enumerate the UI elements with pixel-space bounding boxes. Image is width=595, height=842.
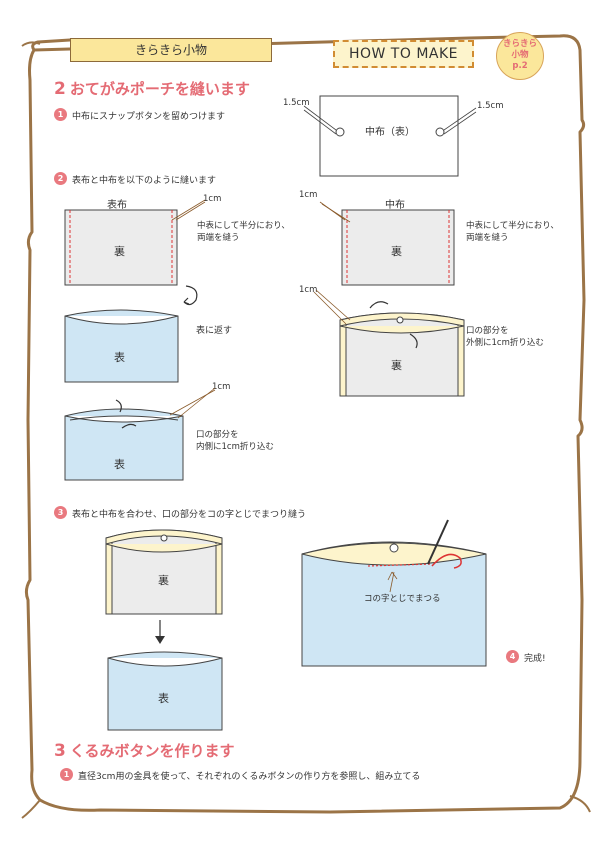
assembled-front-label: 表 [158, 692, 169, 705]
lining-fold-size: 1cm [299, 285, 318, 295]
step-2-text: 表布と中布を以下のように縫います [72, 176, 217, 186]
outer-back-label: 裏 [114, 245, 125, 258]
lining-back-label-2: 裏 [391, 359, 402, 372]
section-3-digit: 3 [54, 741, 66, 761]
page-badge: きらきら 小物 p.2 [496, 32, 544, 80]
lining-fabric-label: 中布 [385, 200, 405, 211]
section-3-step-1-text: 直径3cm用の金具を使って、それぞれのくるみボタンの作り方を参照し、組み立てる [78, 772, 421, 782]
lining-seam-size: 1cm [299, 190, 318, 200]
step-2-number: 2 [54, 172, 67, 185]
lining-fold-note-line2: 外側に1cm折り込む [466, 338, 544, 348]
lining-fold-figure [319, 201, 455, 286]
step-3-text: 表布と中布を合わせ、口の部分をコの字とじでまつり縫う [72, 510, 307, 520]
section-2-digit: 2 [54, 79, 66, 99]
turn-note: 表に返す [196, 326, 233, 336]
outer-front-label-2: 表 [114, 458, 125, 471]
outer-sew-note: 中表にして半分におり、 両端を縫う [197, 220, 290, 244]
snap-left-size: 1.5cm [283, 98, 310, 108]
assembled-outer-figure [107, 651, 223, 731]
outer-turned-figure [64, 309, 179, 383]
outer-seam-size: 1cm [203, 194, 222, 204]
section-3-step-1-number: 1 [60, 768, 73, 781]
step-1-number: 1 [54, 108, 67, 121]
step-3-number: 3 [54, 506, 67, 519]
step-4-number: 4 [506, 650, 519, 663]
badge-line1: きらきら [502, 39, 537, 49]
how-to-make-label: HOW TO MAKE [333, 40, 474, 68]
turn-arrow-icon [183, 285, 198, 306]
step-4-text: 完成! [524, 654, 546, 664]
badge-line3: p.2 [512, 61, 528, 71]
lining-fold-note: 口の部分を 外側に1cm折り込む [466, 325, 544, 349]
section-3-title: くるみボタンを作ります [69, 742, 235, 760]
badge-line2: 小物 [511, 50, 529, 60]
lining-fold-note-line1: 口の部分を [466, 326, 509, 336]
outer-front-label: 表 [114, 351, 125, 364]
outer-fold-size: 1cm [212, 382, 231, 392]
outer-sew-note-line1: 中表にして半分におり、 [197, 221, 290, 231]
page-title: きらきら小物 [70, 38, 272, 62]
lining-sew-note-line1: 中表にして半分におり、 [466, 221, 559, 231]
outer-fold-figure [64, 199, 206, 286]
step-1-text: 中布にスナップボタンを留めつけます [72, 112, 226, 122]
outer-fold-mouth-figure [64, 387, 216, 481]
lining-sew-note: 中表にして半分におり、 両端を縫う [466, 220, 559, 244]
lining-back-label: 裏 [391, 245, 402, 258]
stitching-figure [301, 519, 487, 667]
outer-fabric-label: 表布 [107, 200, 127, 211]
lining-snap-figure [303, 95, 477, 177]
outer-fold-note-line2: 内側に1cm折り込む [196, 442, 274, 452]
outer-sew-note-line2: 両端を縫う [197, 233, 240, 243]
outer-fold-note-line1: 口の部分を [196, 430, 239, 440]
stitch-note: コの字とじでまつる [364, 594, 441, 604]
assembled-inner-figure [105, 529, 223, 644]
section-2-title: おてがみポーチを縫います [69, 80, 250, 98]
snap-right-size: 1.5cm [477, 101, 504, 111]
lining-face-label: 中布（表） [365, 127, 415, 138]
assembled-back-label: 裏 [158, 574, 169, 587]
lining-sew-note-line2: 両端を縫う [466, 233, 509, 243]
outer-fold-note: 口の部分を 内側に1cm折り込む [196, 429, 274, 453]
lining-fold-mouth-figure [313, 290, 465, 397]
